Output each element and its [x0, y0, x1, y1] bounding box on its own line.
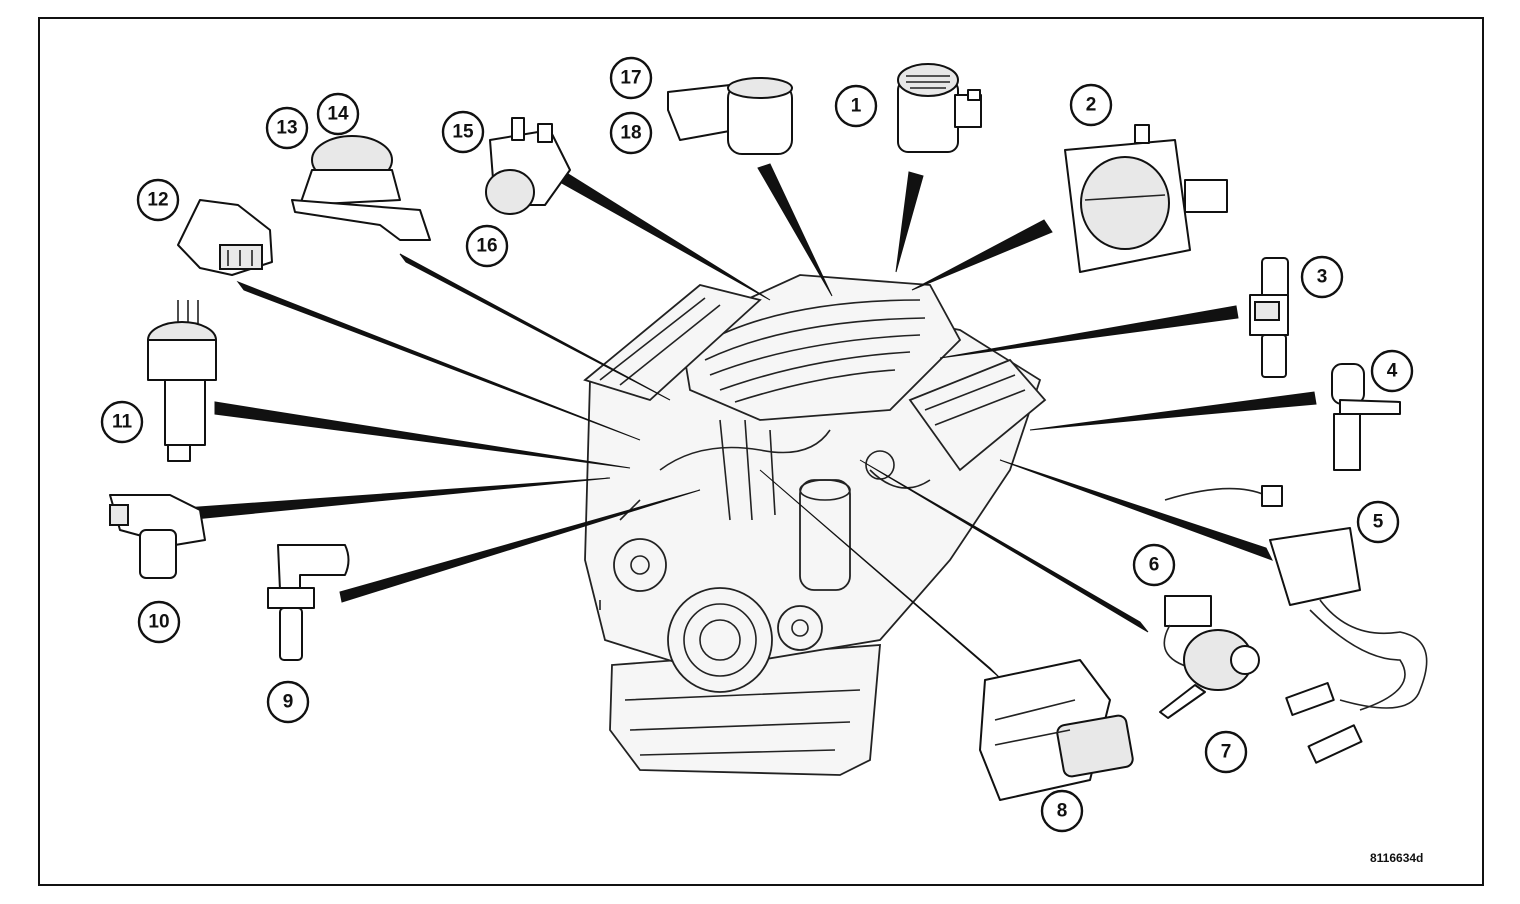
svg-text:7: 7 [1221, 742, 1232, 763]
callout-11: 11 [100, 400, 144, 444]
callout-13: 13 [265, 106, 309, 150]
callout-10: 10 [137, 600, 181, 644]
svg-text:18: 18 [620, 123, 641, 144]
part-mass-air-flow-sensor [897, 63, 982, 153]
callout-3: 3 [1300, 255, 1344, 299]
part-solenoid-valve [485, 117, 571, 215]
callout-1: 1 [834, 84, 878, 128]
part-ignition-coil [147, 300, 217, 462]
svg-text:9: 9 [283, 692, 294, 713]
callout-8: 8 [1040, 789, 1084, 833]
callout-5: 5 [1356, 500, 1400, 544]
part-vacuum-actuator [1159, 595, 1260, 719]
part-camshaft-sensor [109, 494, 206, 579]
callout-4: 4 [1370, 349, 1414, 393]
part-fuel-injector [1249, 257, 1289, 378]
part-coolant-temp-sensor [267, 544, 350, 661]
svg-text:14: 14 [327, 104, 349, 125]
part-oxygen-sensor-harness [1164, 485, 1428, 764]
svg-text:11: 11 [112, 412, 133, 433]
figure-id-label: 8116634d [1370, 851, 1424, 865]
leader-lines [184, 163, 1317, 679]
callout-18: 18 [609, 111, 653, 155]
svg-text:4: 4 [1387, 361, 1398, 382]
part-crankshaft-sensor [1331, 363, 1401, 471]
svg-text:6: 6 [1149, 555, 1160, 576]
svg-text:16: 16 [476, 236, 497, 257]
svg-text:3: 3 [1317, 267, 1328, 288]
callout-9: 9 [266, 680, 310, 724]
part-throttle-body [1064, 124, 1228, 273]
part-electric-motor-unit [979, 659, 1134, 801]
svg-text:15: 15 [452, 122, 474, 143]
part-oil-level-sensor [291, 135, 431, 241]
callout-14: 14 [316, 92, 360, 136]
svg-text:13: 13 [276, 118, 297, 139]
engine-illustration [583, 274, 1047, 776]
callout-7: 7 [1204, 730, 1248, 774]
svg-text:12: 12 [147, 190, 168, 211]
callout-15: 15 [441, 110, 485, 154]
callout-2: 2 [1069, 83, 1113, 127]
callout-16: 16 [465, 224, 509, 268]
svg-text:17: 17 [620, 68, 641, 89]
callout-6: 6 [1132, 543, 1176, 587]
svg-text:5: 5 [1373, 512, 1384, 533]
part-map-sensor [177, 199, 273, 276]
svg-text:2: 2 [1086, 95, 1097, 116]
svg-text:8: 8 [1057, 801, 1068, 822]
svg-text:1: 1 [851, 96, 862, 117]
part-knock-sensor [667, 77, 793, 155]
callout-12: 12 [136, 178, 180, 222]
svg-text:10: 10 [148, 612, 169, 633]
callout-17: 17 [609, 56, 653, 100]
